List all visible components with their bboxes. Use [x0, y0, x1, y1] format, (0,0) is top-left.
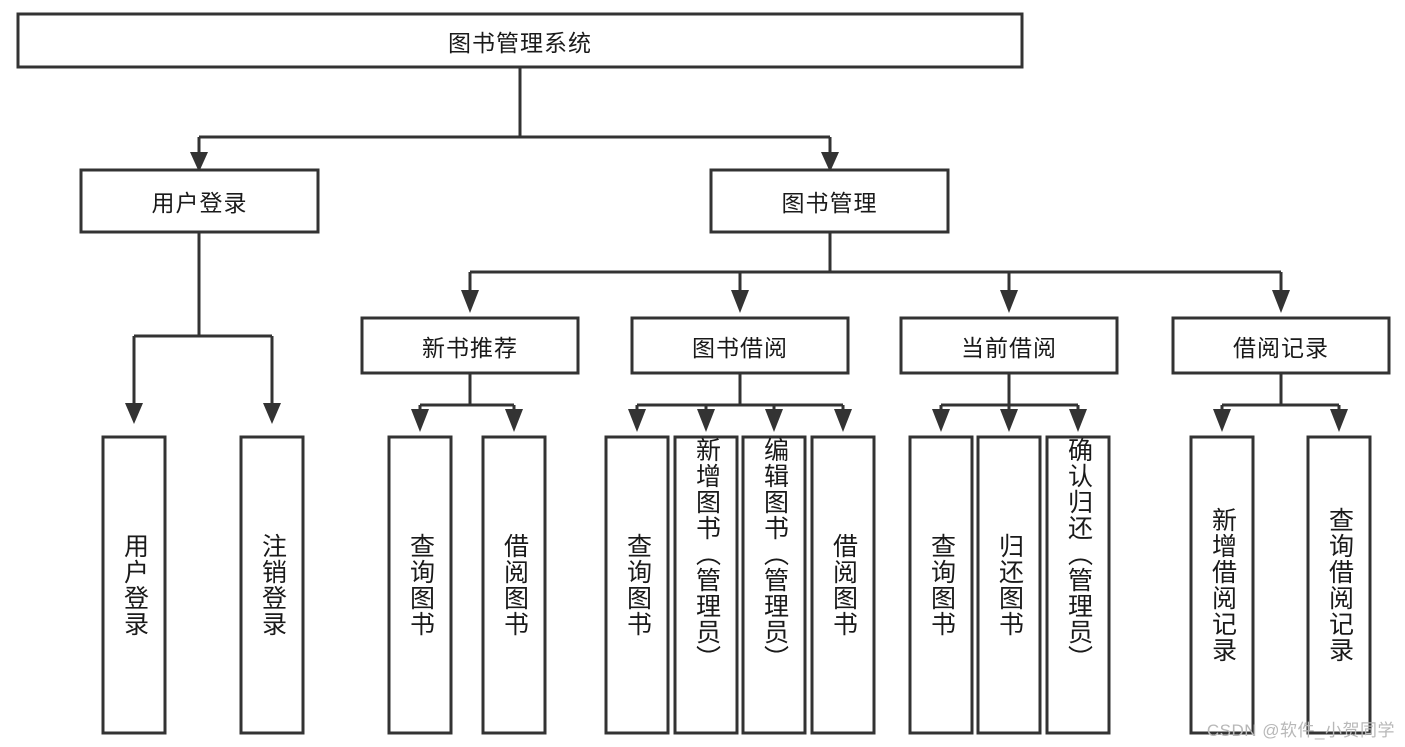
- node-book-borrow[interactable]: [630, 316, 850, 375]
- arrowhead-cb-leaf2: [1000, 409, 1018, 432]
- leaf-new-book-0[interactable]: [387, 435, 453, 735]
- arrowhead-bb-leaf4: [834, 409, 852, 432]
- arrowhead-nbr-leaf1: [411, 409, 429, 432]
- arrowhead-br-leaf1: [1213, 409, 1231, 432]
- node-borrow-record[interactable]: [1171, 316, 1391, 375]
- arrowhead-cb-leaf1: [932, 409, 950, 432]
- arrowhead-cb-leaf3: [1069, 409, 1087, 432]
- arrowhead-leaf-logout: [263, 403, 281, 424]
- leaf-current-borrow-1[interactable]: [976, 435, 1042, 735]
- arrowhead-book-borrow: [731, 290, 749, 313]
- node-current-borrow[interactable]: [899, 316, 1119, 375]
- leaf-book-borrow-3[interactable]: [810, 435, 876, 735]
- arrowhead-borrow-record: [1272, 290, 1290, 313]
- leaf-book-borrow-0[interactable]: [604, 435, 670, 735]
- arrowhead-user-login: [190, 152, 208, 172]
- arrowhead-book-mgmt: [821, 152, 839, 172]
- arrowhead-new-book-rec: [461, 290, 479, 313]
- watermark-text: CSDN @软件_小贺同学: [1206, 721, 1395, 740]
- leaf-user-login-1[interactable]: [239, 435, 305, 735]
- leaf-current-borrow-0[interactable]: [908, 435, 974, 735]
- leaf-user-login-0[interactable]: [101, 435, 167, 735]
- leaf-book-borrow-1[interactable]: [673, 435, 739, 735]
- leaf-new-book-1[interactable]: [481, 435, 547, 735]
- arrowhead-current-borrow: [1000, 290, 1018, 313]
- arrowhead-bb-leaf1: [628, 409, 646, 432]
- node-root[interactable]: [16, 12, 1024, 69]
- node-new-book-recommend[interactable]: [360, 316, 580, 375]
- arrowhead-br-leaf2: [1330, 409, 1348, 432]
- arrowhead-bb-leaf3: [765, 409, 783, 432]
- arrowhead-leaf-user-login: [125, 403, 143, 424]
- arrowhead-bb-leaf2: [697, 409, 715, 432]
- leaf-borrow-record-0[interactable]: [1189, 435, 1255, 735]
- arrowhead-nbr-leaf2: [505, 409, 523, 432]
- node-user-login[interactable]: [79, 168, 320, 234]
- node-book-management[interactable]: [709, 168, 950, 234]
- leaf-borrow-record-1[interactable]: [1306, 435, 1372, 735]
- leaf-current-borrow-2[interactable]: [1045, 435, 1111, 735]
- leaf-book-borrow-2[interactable]: [741, 435, 807, 735]
